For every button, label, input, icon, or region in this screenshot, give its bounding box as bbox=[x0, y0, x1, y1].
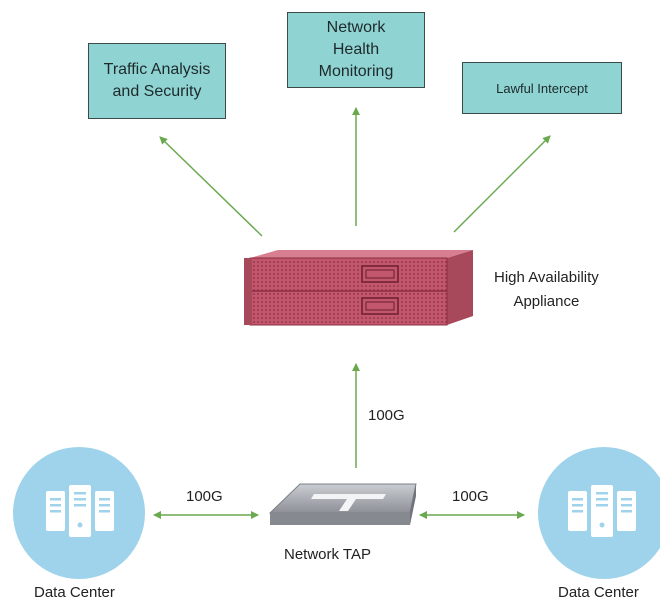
link-label-tap-appliance: 100G bbox=[368, 407, 405, 424]
link-label-tap-right-dc: 100G bbox=[452, 488, 489, 505]
data-center-left-icon bbox=[13, 447, 145, 579]
appliance-label-line2: Appliance bbox=[513, 293, 580, 310]
network-health-line1: Network bbox=[326, 19, 386, 36]
network-tap-label: Network TAP bbox=[284, 546, 371, 563]
traffic-analysis-line1: Traffic Analysis bbox=[103, 61, 211, 78]
appliance-icon bbox=[244, 250, 473, 326]
lawful-intercept-box: Lawful Intercept bbox=[462, 62, 622, 114]
network-health-line3: Monitoring bbox=[318, 63, 394, 80]
arrow-appliance-to-traffic bbox=[159, 136, 263, 237]
network-health-box: Network Health Monitoring bbox=[287, 12, 425, 88]
traffic-analysis-line2: and Security bbox=[112, 83, 202, 100]
data-center-right-label: Data Center bbox=[558, 584, 639, 601]
network-tap-icon bbox=[268, 483, 417, 525]
appliance-label-line1: High Availability bbox=[494, 269, 599, 286]
arrow-appliance-to-lawful bbox=[453, 135, 551, 233]
lawful-intercept-label: Lawful Intercept bbox=[496, 80, 588, 96]
data-center-left-label: Data Center bbox=[34, 584, 115, 601]
appliance-label: High Availability Appliance bbox=[494, 266, 599, 314]
link-label-left-dc-tap: 100G bbox=[186, 488, 223, 505]
network-health-line2: Health bbox=[332, 41, 380, 58]
data-center-right-icon bbox=[538, 447, 660, 579]
traffic-analysis-box: Traffic Analysis and Security bbox=[88, 43, 226, 119]
